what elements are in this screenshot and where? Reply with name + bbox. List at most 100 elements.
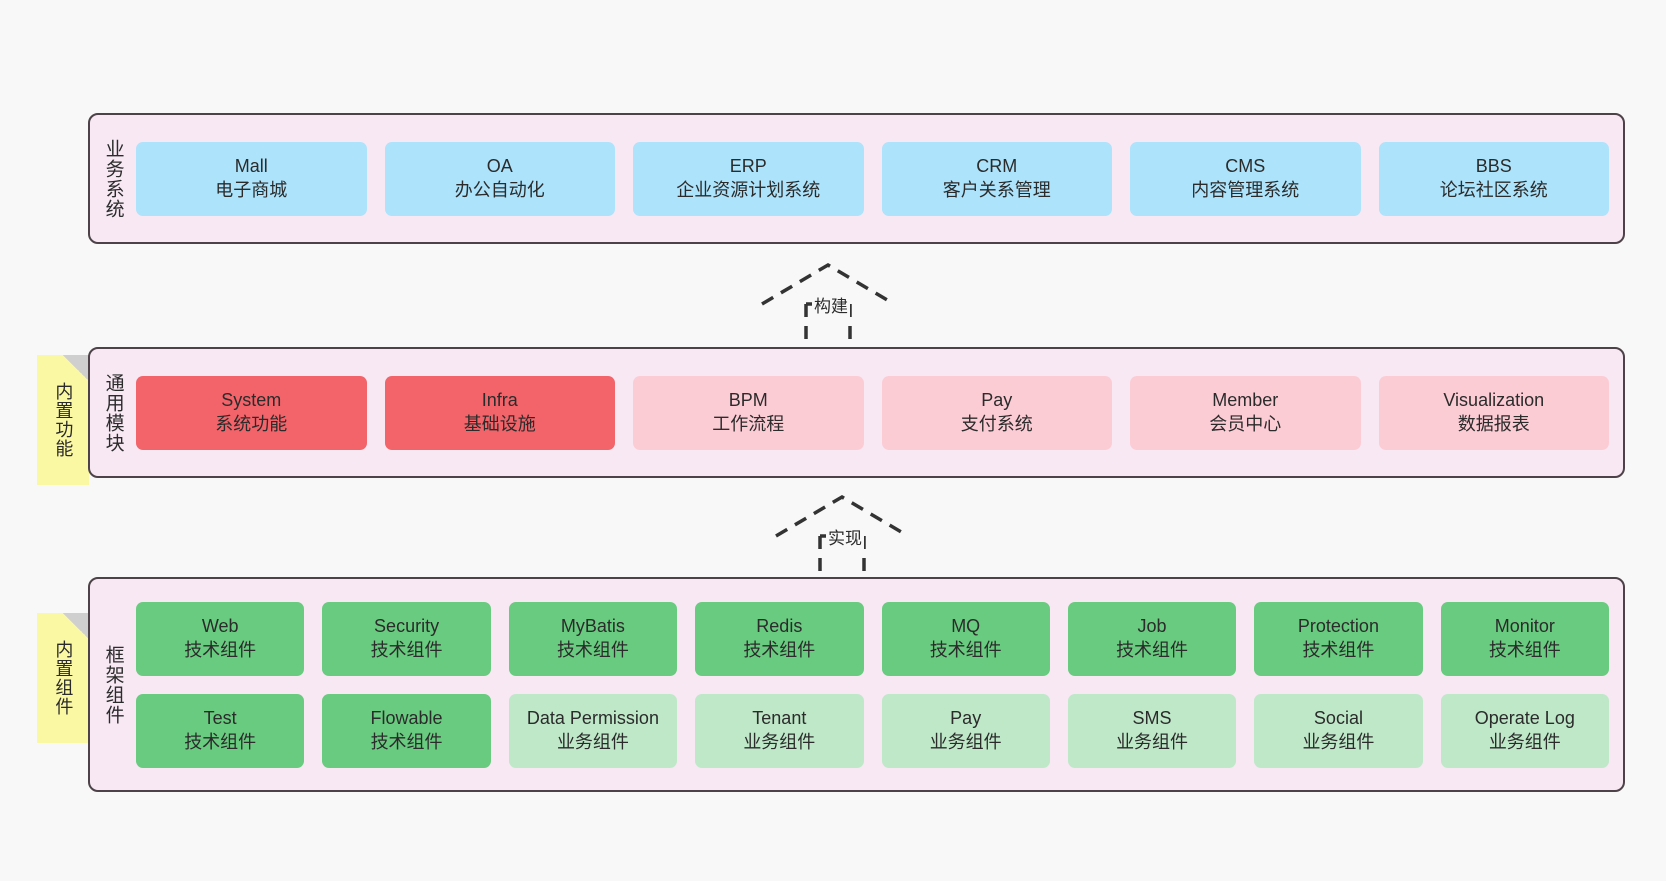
module-card-infra[interactable]: Infra 基础设施 (384, 375, 615, 450)
layer-body-common-module: System 系统功能 Infra 基础设施 BPM 工作流程 Pay 支付系统… (136, 349, 1623, 476)
module-name: System (221, 390, 282, 411)
module-desc: 技术组件 (556, 639, 629, 660)
module-name: Member (1212, 390, 1279, 411)
module-desc: 技术组件 (929, 639, 1002, 660)
module-desc: 技术组件 (370, 731, 443, 752)
module-name: Job (1137, 616, 1167, 637)
module-card-social[interactable]: Social 业务组件 (1254, 693, 1423, 768)
module-desc: 技术组件 (184, 639, 257, 660)
module-desc: 论坛社区系统 (1439, 179, 1548, 200)
note-builtin-feature: 内置功能 (37, 355, 89, 485)
module-desc: 业务组件 (929, 731, 1002, 752)
module-card-protection[interactable]: Protection 技术组件 (1254, 601, 1423, 676)
layer-body-framework-component: Web 技术组件 Security 技术组件 MyBatis 技术组件 Redi… (136, 579, 1623, 790)
module-card-bpm[interactable]: BPM 工作流程 (633, 375, 864, 450)
layer-row: Web 技术组件 Security 技术组件 MyBatis 技术组件 Redi… (136, 601, 1609, 676)
module-name: Mall (234, 156, 268, 177)
module-desc: 业务组件 (556, 731, 629, 752)
module-name: MQ (951, 616, 981, 637)
module-name: Web (201, 616, 239, 637)
module-name: SMS (1132, 708, 1172, 729)
module-desc: 技术组件 (370, 639, 443, 660)
module-name: Visualization (1443, 390, 1545, 411)
module-card-flowable[interactable]: Flowable 技术组件 (322, 693, 491, 768)
module-desc: 技术组件 (743, 639, 816, 660)
module-name: Monitor (1494, 616, 1555, 637)
module-name: BPM (728, 390, 768, 411)
module-name: CMS (1225, 156, 1266, 177)
module-card-mq[interactable]: MQ 技术组件 (881, 601, 1050, 676)
layer-business-system: 业务系统 Mall 电子商城 OA 办公自动化 ERP 企业资源计划系统 CRM… (88, 113, 1625, 244)
module-card-monitor[interactable]: Monitor 技术组件 (1440, 601, 1609, 676)
module-desc: 技术组件 (1302, 639, 1375, 660)
layer-title-business-system: 业务系统 (102, 138, 124, 219)
module-name: Redis (756, 616, 803, 637)
module-name: Infra (481, 390, 518, 411)
module-desc: 客户关系管理 (942, 179, 1051, 200)
module-card-member[interactable]: Member 会员中心 (1130, 375, 1361, 450)
module-card-web[interactable]: Web 技术组件 (136, 601, 305, 676)
module-name: MyBatis (560, 616, 625, 637)
layer-row: System 系统功能 Infra 基础设施 BPM 工作流程 Pay 支付系统… (136, 375, 1609, 450)
module-desc: 技术组件 (1116, 639, 1189, 660)
module-name: Data Permission (526, 708, 659, 729)
module-name: Pay (981, 390, 1013, 411)
module-desc: 技术组件 (184, 731, 257, 752)
module-name: CRM (976, 156, 1018, 177)
module-card-erp[interactable]: ERP 企业资源计划系统 (633, 141, 864, 216)
module-desc: 办公自动化 (454, 179, 545, 200)
layer-row: Test 技术组件 Flowable 技术组件 Data Permission … (136, 693, 1609, 768)
module-name: Protection (1297, 616, 1379, 637)
module-card-sms[interactable]: SMS 业务组件 (1067, 693, 1237, 768)
layer-row: Mall 电子商城 OA 办公自动化 ERP 企业资源计划系统 CRM 客户关系… (136, 141, 1609, 216)
module-name: ERP (729, 156, 767, 177)
module-card-visualization[interactable]: Visualization 数据报表 (1378, 375, 1609, 450)
layer-body-business-system: Mall 电子商城 OA 办公自动化 ERP 企业资源计划系统 CRM 客户关系… (136, 115, 1623, 242)
module-desc: 技术组件 (1488, 639, 1561, 660)
connector-build-label: 构建 (812, 292, 850, 317)
module-name: Test (203, 708, 237, 729)
module-desc: 内容管理系统 (1191, 179, 1300, 200)
module-card-bbs[interactable]: BBS 论坛社区系统 (1378, 141, 1609, 216)
module-desc: 业务组件 (1302, 731, 1375, 752)
module-card-cms[interactable]: CMS 内容管理系统 (1130, 141, 1361, 216)
note-text: 内置组件 (53, 640, 74, 716)
module-desc: 业务组件 (1116, 731, 1189, 752)
module-card-pay-component[interactable]: Pay 业务组件 (881, 693, 1050, 768)
module-desc: 基础设施 (463, 413, 536, 434)
module-card-mall[interactable]: Mall 电子商城 (136, 141, 367, 216)
module-card-test[interactable]: Test 技术组件 (136, 693, 305, 768)
module-name: Tenant (752, 708, 807, 729)
layer-title-common-module: 通用模块 (102, 372, 124, 453)
module-name: Operate Log (1474, 708, 1575, 729)
module-card-redis[interactable]: Redis 技术组件 (695, 601, 864, 676)
module-card-data-permission[interactable]: Data Permission 业务组件 (508, 693, 678, 768)
note-fold-corner (63, 355, 89, 381)
module-name: Security (374, 616, 440, 637)
layer-common-module: 通用模块 System 系统功能 Infra 基础设施 BPM 工作流程 Pay… (88, 347, 1625, 478)
module-desc: 电子商城 (215, 179, 288, 200)
module-card-security[interactable]: Security 技术组件 (322, 601, 491, 676)
layer-title-framework-component: 框架组件 (102, 644, 124, 725)
module-card-tenant[interactable]: Tenant 业务组件 (695, 693, 864, 768)
module-card-pay[interactable]: Pay 支付系统 (881, 375, 1112, 450)
module-card-crm[interactable]: CRM 客户关系管理 (881, 141, 1112, 216)
note-fold-corner (63, 613, 89, 639)
module-name: Flowable (370, 708, 443, 729)
module-card-operate-log[interactable]: Operate Log 业务组件 (1440, 693, 1609, 768)
module-desc: 支付系统 (960, 413, 1033, 434)
module-desc: 业务组件 (1488, 731, 1561, 752)
module-card-oa[interactable]: OA 办公自动化 (384, 141, 615, 216)
module-desc: 会员中心 (1209, 413, 1282, 434)
module-name: Pay (950, 708, 982, 729)
module-desc: 工作流程 (712, 413, 785, 434)
note-builtin-component: 内置组件 (37, 613, 89, 743)
module-desc: 数据报表 (1457, 413, 1530, 434)
module-card-mybatis[interactable]: MyBatis 技术组件 (508, 601, 678, 676)
module-card-job[interactable]: Job 技术组件 (1067, 601, 1237, 676)
module-card-system[interactable]: System 系统功能 (136, 375, 367, 450)
layer-framework-component: 框架组件 Web 技术组件 Security 技术组件 MyBatis 技术组件… (88, 577, 1625, 792)
module-name: Social (1313, 708, 1363, 729)
module-name: OA (486, 156, 513, 177)
note-text: 内置功能 (53, 382, 74, 458)
